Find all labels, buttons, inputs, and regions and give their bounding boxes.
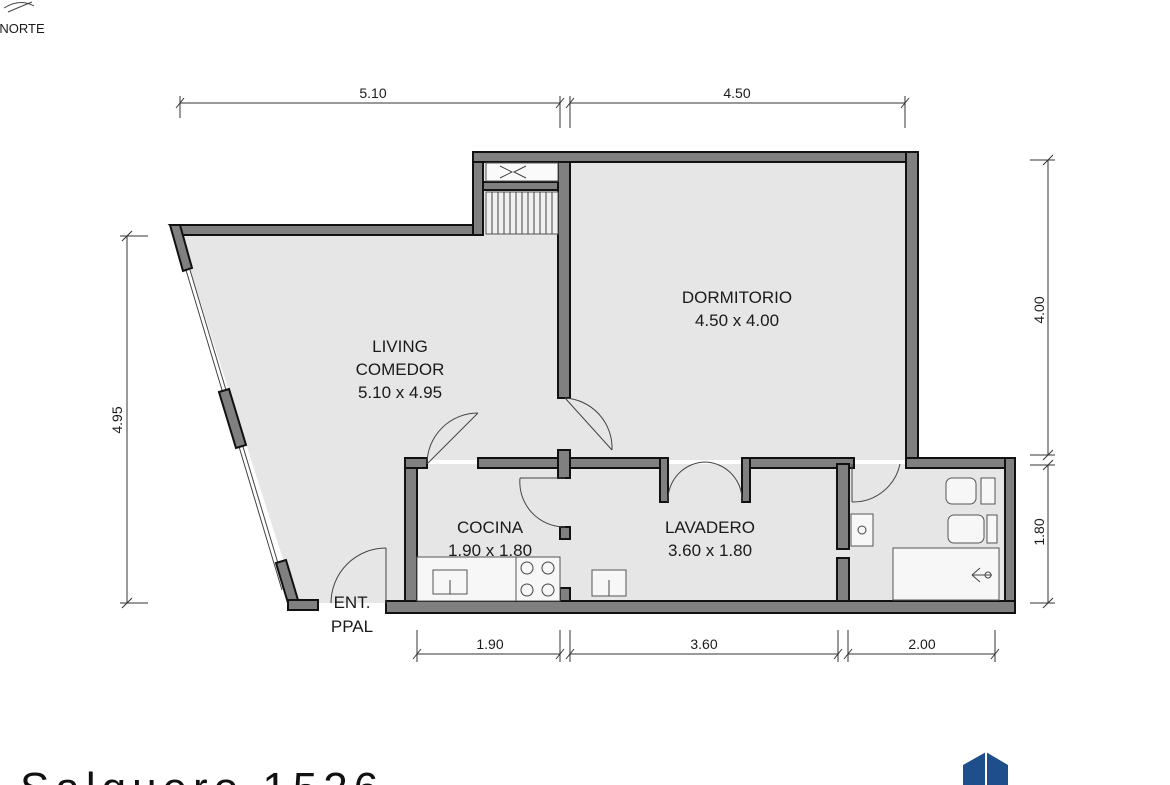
wall-kitchen-left	[404, 457, 418, 612]
wall-shaft-bottom	[482, 181, 566, 191]
shower-tray	[892, 547, 1000, 601]
address-footer: Salguero 1526	[20, 764, 384, 785]
stove	[515, 556, 561, 602]
toilet-tank	[986, 514, 998, 544]
wall-left-upper	[168, 224, 194, 273]
wall-shaft-left	[472, 151, 484, 236]
wall-lav-bath-upper	[836, 463, 850, 550]
dim-bottom-right: 2.00	[908, 636, 935, 652]
wall-mid-kitchen	[477, 457, 566, 469]
dim-left: 4.95	[109, 406, 125, 433]
fixtures	[416, 477, 1000, 602]
wall-left-middle	[217, 387, 248, 450]
wall-bottom	[385, 600, 1016, 614]
cocina-size: 1.90 x 1.80	[448, 541, 532, 560]
wall-living-dorm-upper	[557, 161, 571, 399]
living-floor	[178, 160, 565, 603]
dim-right-lower: 1.80	[1031, 518, 1047, 545]
wall-mid-lav-1	[569, 457, 663, 469]
dim-right-upper: 4.00	[1031, 296, 1047, 323]
wall-bath-right	[1004, 457, 1016, 614]
dim-top-left: 5.10	[359, 85, 386, 101]
dimension-lines	[120, 96, 1055, 662]
wall-bottom-entry-left	[287, 599, 319, 611]
dim-top-right: 4.50	[723, 85, 750, 101]
lavadero-label: LAVADERO	[665, 518, 755, 537]
house-logo-icon	[963, 752, 1008, 785]
walls	[167, 151, 1016, 614]
stair-hatch	[485, 162, 559, 235]
wall-kitchen-lav	[559, 526, 571, 540]
living-label-line1: LIVING	[372, 337, 428, 356]
wall-living-top	[167, 224, 481, 236]
wall-kitchen-top-left	[404, 457, 428, 469]
bath-sink	[850, 513, 874, 547]
dim-bottom-middle: 3.60	[690, 636, 717, 652]
wall-mid-stub	[557, 449, 571, 479]
wall-mid-lav-4	[741, 457, 751, 503]
living-size: 5.10 x 4.95	[358, 383, 442, 402]
north-label: NORTE	[0, 21, 45, 36]
dim-bottom-left: 1.90	[476, 636, 503, 652]
dormitorio-label: DORMITORIO	[682, 288, 792, 307]
wall-top	[472, 151, 919, 163]
entrance-label-line2: PPAL	[331, 617, 373, 636]
north-indicator: NORTE	[0, 1, 45, 36]
lavadero-size: 3.60 x 1.80	[668, 541, 752, 560]
bidet	[945, 477, 977, 505]
wall-mid-lav-2	[659, 457, 669, 503]
cocina-label: COCINA	[457, 518, 524, 537]
bidet-tank	[980, 477, 996, 505]
toilet	[947, 514, 985, 544]
dormitorio-size: 4.50 x 4.00	[695, 311, 779, 330]
wall-bath-top	[905, 457, 1016, 469]
wall-dorm-right	[905, 151, 919, 465]
lavadero-floor	[565, 464, 845, 603]
entrance-label-line1: ENT.	[334, 593, 371, 612]
doors	[330, 397, 901, 604]
dormitorio-floor	[565, 160, 912, 460]
living-label-line2: COMEDOR	[356, 360, 445, 379]
